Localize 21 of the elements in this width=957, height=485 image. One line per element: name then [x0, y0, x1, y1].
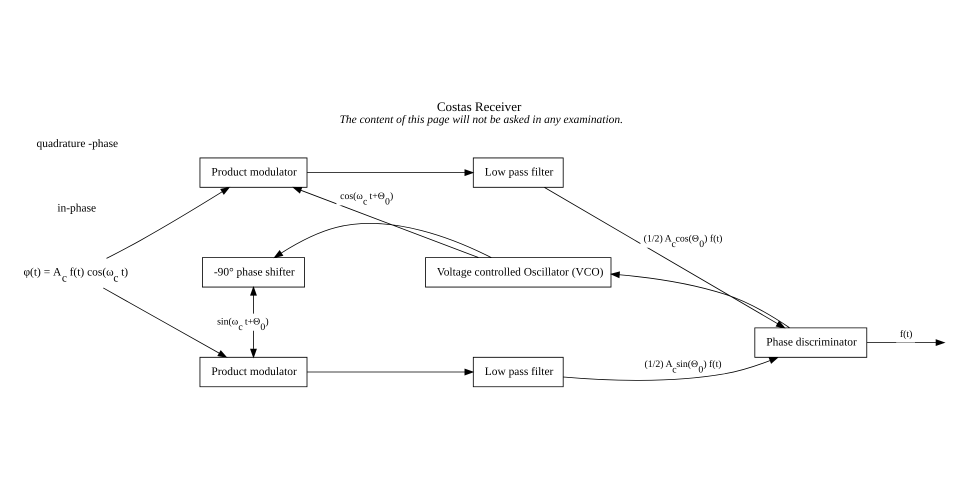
- arrow: [306, 169, 474, 176]
- node-box: Product modulator: [200, 356, 308, 388]
- node-box: Phase discriminator: [754, 327, 868, 358]
- label: in-phase: [57, 202, 96, 215]
- arrow: [866, 339, 946, 346]
- node-box: Low pass filter: [472, 356, 564, 388]
- node-box: Low pass filter: [472, 158, 564, 188]
- edge-label: f(t): [900, 328, 912, 340]
- arrow: [250, 286, 257, 359]
- arrow: [273, 223, 492, 258]
- diagram-title: Costas Receiver: [436, 99, 522, 114]
- caption: The content of this page will not be asked in any examination.: [340, 114, 623, 126]
- node-box: -90° phase shifter: [202, 257, 305, 288]
- arrow: [102, 288, 228, 358]
- arrow: [106, 186, 230, 259]
- node-box: Voltage controlled Oscillator (VCO): [425, 257, 612, 288]
- arrow: [306, 368, 474, 376]
- node-box: Product modulator: [200, 158, 308, 188]
- arrow: [544, 187, 786, 328]
- arrow: [610, 271, 790, 328]
- label: quadrature -phase: [36, 138, 118, 150]
